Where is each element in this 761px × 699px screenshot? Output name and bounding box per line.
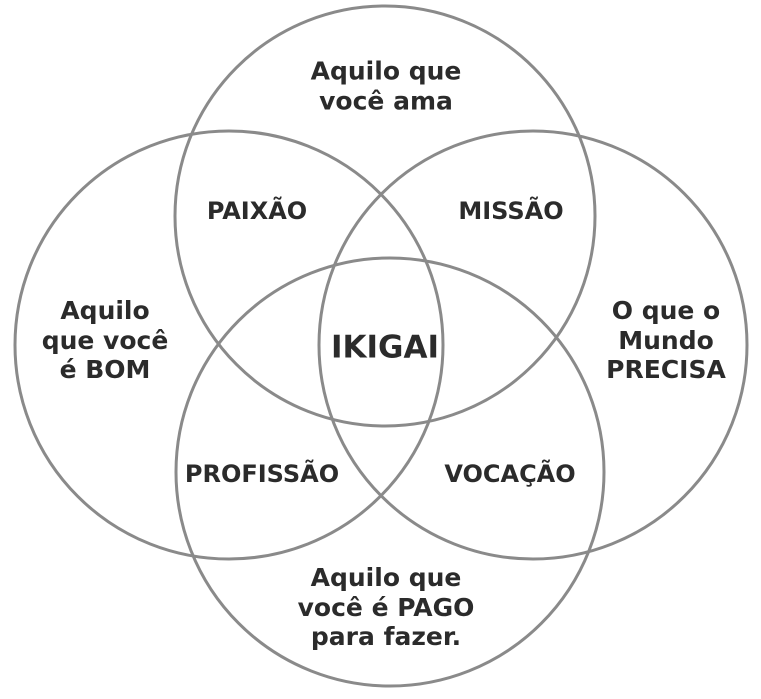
- circle-world-needs: [317, 129, 749, 561]
- label-good-at: Aquilo que você é BOM: [41, 295, 169, 384]
- label-world-needs: O que o Mundo PRECISA: [606, 295, 726, 384]
- circle-love: [173, 4, 597, 428]
- circle-paid-for: [174, 256, 606, 688]
- label-ikigai: IKIGAI: [330, 329, 440, 366]
- label-paixao: PAIXÃO: [206, 196, 308, 225]
- label-paid-for: Aquilo que você é PAGO para fazer.: [297, 562, 475, 651]
- circle-good-at: [13, 129, 445, 561]
- label-vocacao: VOCAÇÃO: [444, 459, 576, 488]
- label-missao: MISSÃO: [458, 196, 564, 225]
- label-profissao: PROFISSÃO: [184, 459, 340, 488]
- label-love: Aquilo que você ama: [310, 56, 462, 116]
